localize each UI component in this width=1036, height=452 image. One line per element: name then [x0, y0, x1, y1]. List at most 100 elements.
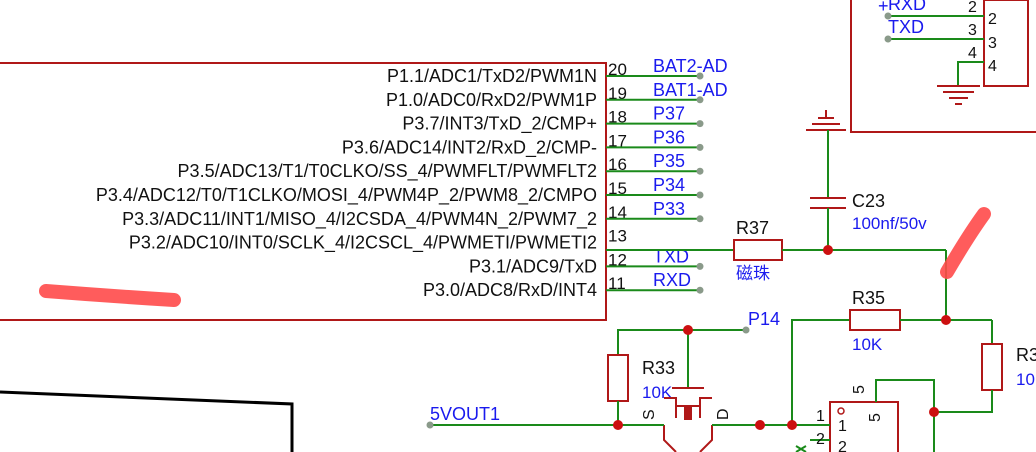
- mcu-pin-number: 13: [608, 227, 627, 246]
- r37-value: 磁珠: [736, 264, 770, 283]
- junction-r33: [613, 420, 623, 430]
- lower-ic-outline: [0, 390, 294, 452]
- junction-small-ic: [787, 420, 797, 430]
- c23-designator: C23: [852, 191, 885, 211]
- connector-pin-2: 2: [968, 0, 977, 16]
- r3x-designator: R3: [1016, 345, 1036, 365]
- resistor-r37: R37 磁珠: [606, 218, 946, 283]
- connector-inner-pin-4: 4: [988, 58, 997, 75]
- connector-frame: [850, 0, 1036, 133]
- mcu-pin-name: P3.5/ADC13/T1/T0CLKO/SS_4/PWMFLT/PWMFLT2: [178, 161, 597, 182]
- mcu-net-label: BAT2-AD: [653, 56, 728, 76]
- connector-net-txd: TXD: [888, 17, 924, 37]
- mosfet-body-lower-2: [699, 425, 713, 452]
- r33-body: [607, 354, 629, 402]
- p14-label: P14: [748, 309, 780, 329]
- mcu-pin-name: P3.7/INT3/TxD_2/CMP+: [402, 114, 597, 135]
- mcu-pin-name: P3.2/ADC10/INT0/SCLK_4/I2CSCL_4/PWMETI/P…: [129, 233, 597, 254]
- mcu-net-label: P35: [653, 151, 685, 171]
- r3x-body: [981, 343, 1003, 391]
- small-ic-pin5-inner: 5: [867, 413, 884, 422]
- small-ic-pin1-inner: 1: [838, 418, 847, 435]
- connector-body: [983, 0, 1029, 87]
- p14-end: [742, 326, 750, 334]
- resistor-r35: R35 10K: [791, 288, 992, 425]
- mcu-pin-group: P1.1/ADC1/TxD2/PWM1N 20 BAT2-AD P1.0/ADC0/R…: [96, 56, 728, 300]
- mcu-pin-name: P3.4/ADC12/T0/T1CLKO/MOSI_4/PWM4P_2/PWM8…: [96, 185, 597, 206]
- mcu-net-label: RXD: [653, 270, 691, 290]
- r37-designator: R37: [736, 218, 769, 238]
- mcu-pin-name: P3.3/ADC11/INT1/MISO_4/I2CSDA_4/PWM4N_2/…: [122, 209, 597, 230]
- mcu-pin-name: P1.0/ADC0/RxD2/PWM1P: [386, 90, 597, 110]
- small-ic-body: [829, 401, 899, 452]
- small-ic-pin2-outer: 2: [816, 431, 825, 448]
- small-ic-wire-top: [875, 379, 935, 452]
- mcu-pin-number: 15: [608, 179, 627, 198]
- r35-designator: R35: [852, 288, 885, 308]
- mosfet-source-lead: [664, 397, 677, 418]
- small-ic: 1 1 2 2 5 5: [792, 379, 935, 452]
- highlight-stroke-left: [39, 284, 181, 307]
- junction-vout: [755, 420, 765, 430]
- mcu-pin-number: 16: [608, 155, 627, 174]
- connector-end-rxd: [884, 12, 892, 20]
- mosfet-drain-lead: [699, 397, 712, 418]
- connector-wire-gnd: [957, 61, 984, 86]
- mcu-pin-number: 12: [608, 250, 627, 269]
- vout-label: 5VOUT1: [430, 404, 500, 424]
- vout-net: 5VOUT1: [426, 404, 792, 429]
- connector-block: + RXD 2 2 TXD 3 3 4 4: [850, 0, 1036, 133]
- r35-wire-left: [791, 319, 850, 425]
- p14-net: P14: [617, 309, 780, 355]
- small-ic-pin2-inner: 2: [838, 439, 847, 452]
- mcu-pin-wire-end: [696, 167, 704, 175]
- mcu-pin-number: 14: [608, 203, 627, 222]
- mcu-ic-body: [0, 62, 607, 321]
- r33-value: 10K: [642, 383, 673, 402]
- connector-pin-4: 4: [968, 45, 977, 62]
- small-ic-pin5-outer: 5: [851, 385, 868, 394]
- mcu-pin-number: 20: [608, 60, 627, 79]
- junction-r3x: [929, 407, 939, 417]
- mcu-pin-wire-end: [696, 72, 704, 80]
- highlight-stroke-right: [940, 207, 991, 279]
- r3x-value: 10: [1016, 370, 1035, 389]
- mcu-net-label: P33: [653, 199, 685, 219]
- mcu-net-label: BAT1-AD: [653, 80, 728, 100]
- mosfet-arrow: [684, 406, 692, 420]
- connector-inner-pin-2: 2: [988, 11, 997, 28]
- ground-symbol-connector: [937, 85, 980, 105]
- connector-end-txd: [884, 35, 892, 43]
- pin1-indicator: [837, 407, 845, 415]
- mcu-pin-wire-end: [696, 143, 704, 151]
- vout-end: [426, 421, 434, 429]
- r35-body: [849, 309, 901, 331]
- junction-p14: [683, 325, 693, 335]
- p14-wire: [617, 329, 746, 355]
- r35-value: 10K: [852, 335, 883, 354]
- mcu-pin-wire-end: [696, 120, 704, 128]
- noconnect-mark-2: [795, 445, 807, 452]
- mcu-pin-name: P1.1/ADC1/TxD2/PWM1N: [387, 66, 597, 86]
- mcu-pin-wire-end: [696, 215, 704, 223]
- mcu-pin-wire-end: [696, 262, 704, 270]
- c23-value: 100nf/50v: [852, 214, 927, 233]
- ground-symbol-c23: [806, 110, 846, 131]
- mcu-pin-wire-end: [696, 286, 704, 294]
- connector-net-rxd: RXD: [888, 0, 926, 14]
- mcu-pin-name: P3.6/ADC14/INT2/RxD_2/CMP-: [342, 137, 597, 158]
- mosfet: S D: [641, 330, 732, 452]
- resistor-r3x: R3 10: [934, 320, 1036, 413]
- mcu-ic: P1.1/ADC1/TxD2/PWM1N 20 BAT2-AD P1.0/ADC0/R…: [0, 56, 728, 321]
- connector-pin-3: 3: [968, 22, 977, 39]
- connector-plus-mark: +: [878, 0, 889, 16]
- mcu-net-label: TXD: [653, 246, 689, 266]
- mcu-pin-name: P3.1/ADC9/TxD: [469, 256, 597, 276]
- mcu-pin-number: 17: [608, 131, 627, 150]
- mosfet-pin-d: D: [715, 408, 732, 420]
- junction-r35-right: [941, 315, 951, 325]
- capacitor-c23: C23 100nf/50v: [806, 110, 927, 250]
- mosfet-body-lower: [663, 425, 677, 452]
- mcu-pin-number: 19: [608, 84, 627, 103]
